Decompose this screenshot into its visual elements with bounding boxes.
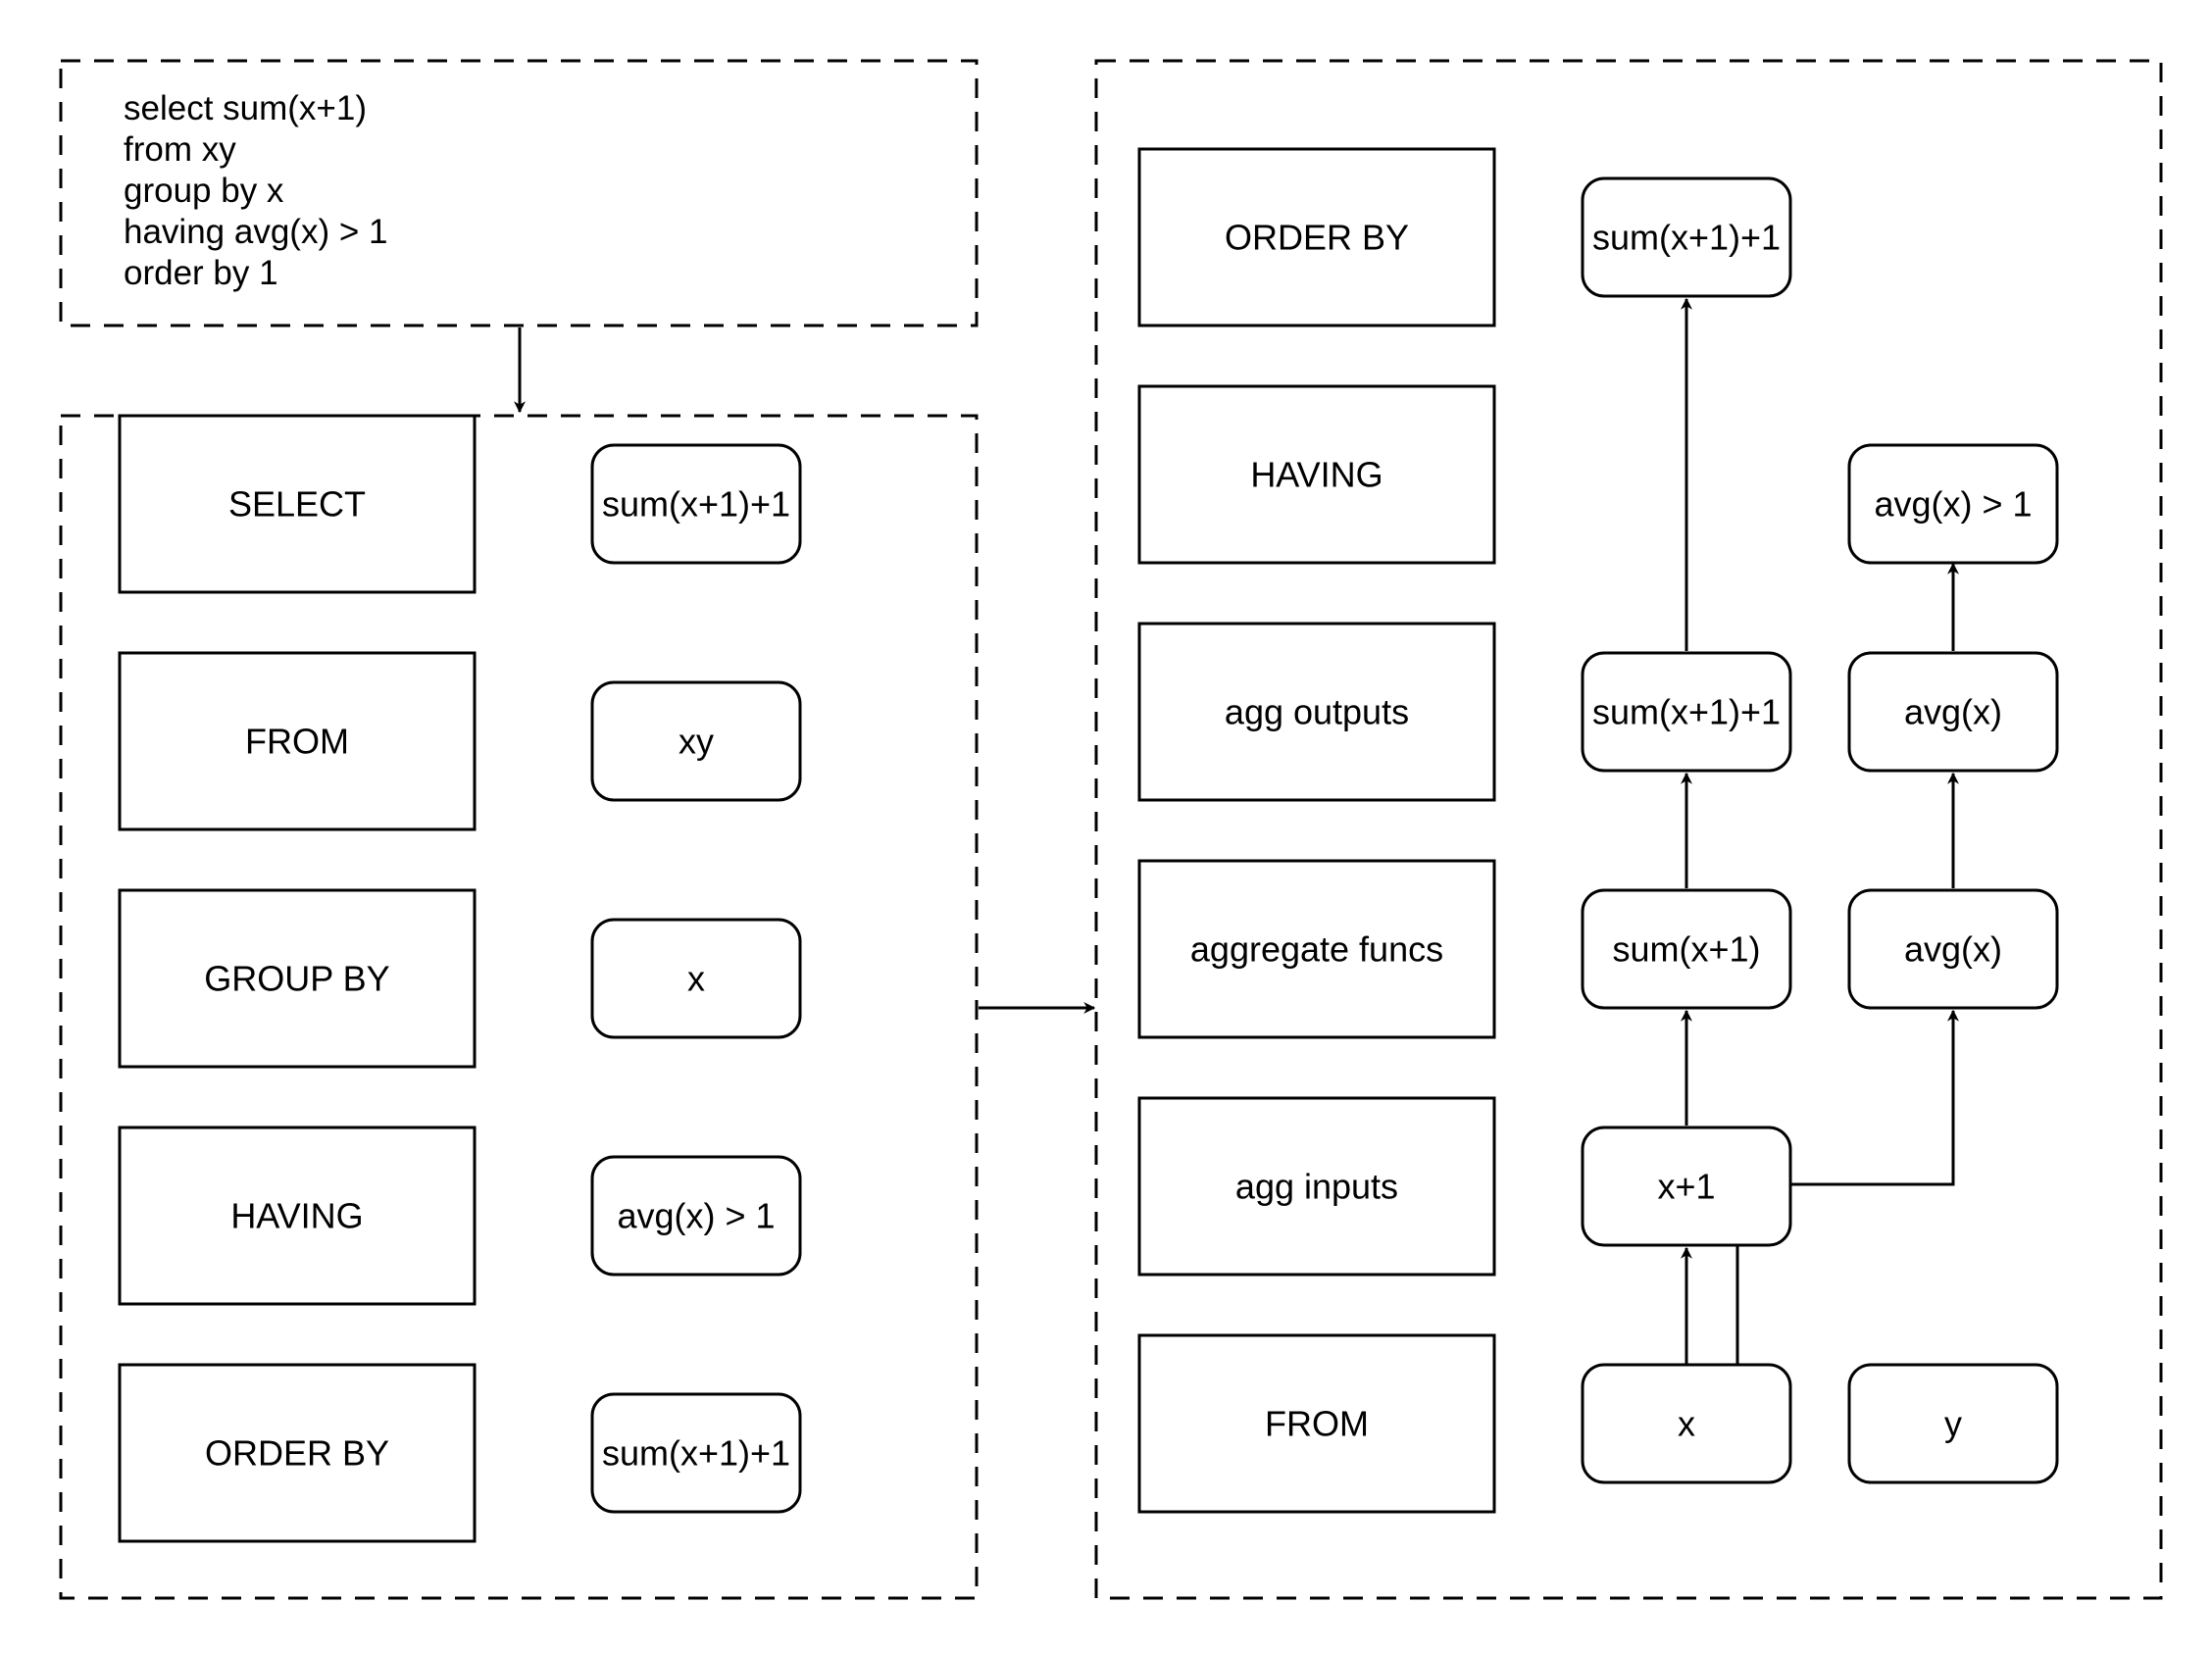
sql-line-order-by: order by 1: [124, 254, 278, 292]
plan-node-box-out-sum: [1581, 651, 1792, 773]
parse-expr-label-select: sum(x+1)+1: [602, 484, 790, 525]
parse-clause-label-having: HAVING: [230, 1196, 363, 1236]
plan-stage-label-order-by: ORDER BY: [1225, 218, 1409, 258]
parse-expr-label-order-by: sum(x+1)+1: [602, 1433, 790, 1474]
parse-clause-label-order-by: ORDER BY: [205, 1433, 389, 1474]
plan-node-label-input-expr: x+1: [1657, 1167, 1715, 1207]
parse-clause-box-from: [118, 651, 477, 831]
sql-line-having: having avg(x) > 1: [124, 213, 387, 251]
parse-expr-box-order-by: [590, 1392, 802, 1514]
plan-panel-container: [1094, 59, 2163, 1600]
parse-expr-box-group-by: [590, 918, 802, 1039]
sql-line-group-by: group by x: [124, 172, 284, 210]
plan-stage-box-agg-inputs: [1137, 1096, 1496, 1277]
parse-clause-box-order-by: [118, 1363, 477, 1543]
plan-stage-box-aggregate-funcs: [1137, 859, 1496, 1039]
parse-clause-box-select: [118, 414, 477, 594]
parse-clause-label-group-by: GROUP BY: [204, 959, 389, 999]
plan-stage-box-order-by: [1137, 147, 1496, 327]
plan-node-label-col-y: y: [1944, 1404, 1962, 1444]
plan-stage-label-from: FROM: [1265, 1404, 1369, 1444]
plan-stage-label-having: HAVING: [1250, 455, 1382, 495]
plan-stage-box-agg-outputs: [1137, 622, 1496, 802]
plan-stage-label-agg-inputs: agg inputs: [1235, 1167, 1398, 1207]
plan-node-label-func-sum: sum(x+1): [1612, 929, 1760, 970]
plan-stage-box-having: [1137, 384, 1496, 565]
parse-clause-box-having: [118, 1126, 477, 1306]
sql-query-container: [59, 59, 979, 327]
plan-node-label-out-sum: sum(x+1)+1: [1592, 692, 1781, 732]
parse-clause-box-group-by: [118, 888, 477, 1069]
plan-stage-label-agg-outputs: agg outputs: [1225, 692, 1409, 732]
parse-expr-box-having: [590, 1155, 802, 1277]
parse-expr-box-select: [590, 443, 802, 565]
sql-line-from: from xy: [124, 130, 236, 169]
parse-clause-label-from: FROM: [245, 722, 349, 762]
parse-clause-label-select: SELECT: [228, 484, 366, 525]
parse-expr-label-group-by: x: [687, 959, 705, 999]
plan-node-box-out-avg: [1847, 651, 2059, 773]
plan-node-box-col-x: [1581, 1363, 1792, 1484]
plan-node-box-order-expr: [1581, 176, 1792, 298]
plan-stage-label-aggregate-funcs: aggregate funcs: [1190, 929, 1443, 970]
sql-line-select: select sum(x+1): [124, 89, 367, 127]
plan-node-label-having-expr: avg(x) > 1: [1874, 484, 2032, 525]
plan-node-box-func-sum: [1581, 888, 1792, 1010]
plan-node-label-order-expr: sum(x+1)+1: [1592, 218, 1781, 258]
plan-node-label-out-avg: avg(x): [1904, 692, 2002, 732]
parse-panel-container: [59, 414, 979, 1600]
plan-node-label-col-x: x: [1678, 1404, 1695, 1444]
parse-expr-label-having: avg(x) > 1: [617, 1196, 775, 1236]
plan-stage-box-from: [1137, 1333, 1496, 1514]
plan-node-box-col-y: [1847, 1363, 2059, 1484]
plan-node-label-func-avg: avg(x): [1904, 929, 2002, 970]
plan-node-box-func-avg: [1847, 888, 2059, 1010]
plan-node-box-having-expr: [1847, 443, 2059, 565]
edge-input-to-func-avg: [1790, 1009, 1959, 1186]
parse-expr-label-from: xy: [679, 722, 714, 762]
plan-node-box-input-expr: [1581, 1126, 1792, 1247]
parse-expr-box-from: [590, 680, 802, 802]
